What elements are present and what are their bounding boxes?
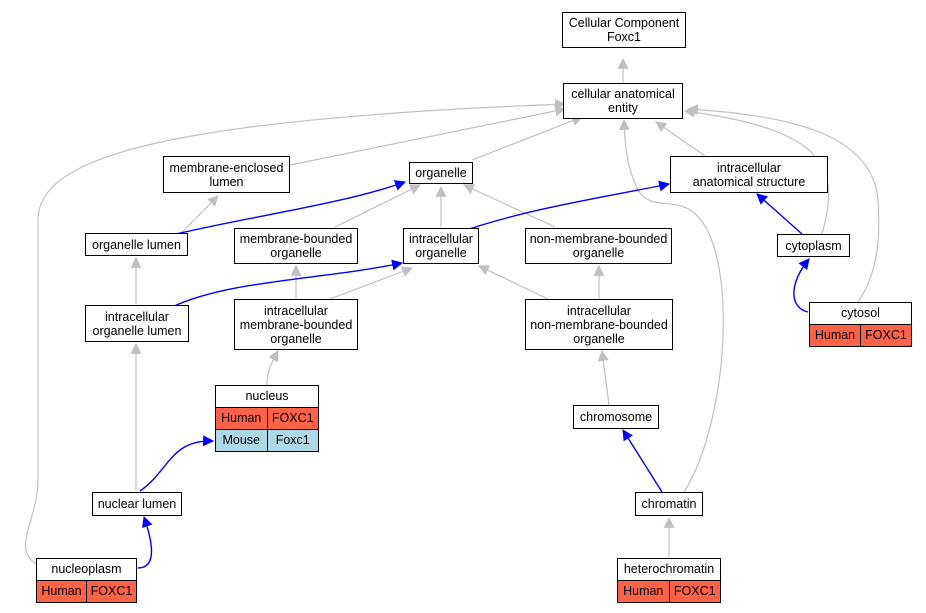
annotation-row-human: Human FOXC1	[216, 408, 318, 429]
gene-cell: FOXC1	[668, 581, 720, 602]
node-label-line: organelle	[573, 331, 625, 346]
gene-cell: FOXC1	[860, 325, 911, 346]
node-label-line: membrane-bounded	[239, 232, 353, 246]
node-label-line: organelle lumen	[92, 237, 181, 252]
node-label-line: intracellular	[409, 232, 473, 246]
node-label-line: organelle	[270, 246, 322, 260]
node-title: heterochromatin	[618, 559, 720, 581]
node-cellular-anatomical-entity[interactable]: cellular anatomical entity	[563, 83, 683, 119]
node-label-line: organelle	[415, 246, 467, 260]
node-label-line: anatomical structure	[692, 174, 806, 189]
node-cytoplasm[interactable]: cytoplasm	[777, 234, 850, 257]
node-label-line: intracellular	[717, 160, 781, 175]
edge-orglumen-organelle	[167, 180, 407, 237]
node-nucleus[interactable]: nucleus Human FOXC1 Mouse Foxc1	[215, 385, 319, 452]
node-label-line: intracellular	[105, 309, 169, 324]
node-heterochromatin[interactable]: heterochromatin Human FOXC1	[617, 558, 721, 603]
edge-nmbo-organelle	[463, 184, 556, 228]
edge-chromosome-inmbo	[597, 349, 610, 406]
node-label-line: intracellular	[264, 303, 328, 318]
species-cell: Human	[810, 325, 860, 346]
edge-imbo-io	[329, 266, 414, 300]
edge-cytoplasm-entity	[683, 106, 830, 235]
node-chromatin[interactable]: chromatin	[635, 492, 703, 516]
edge-cytoplasm-ias	[756, 193, 803, 235]
edge-chromatin-entity	[618, 118, 724, 493]
node-label-line: membrane-bounded	[239, 317, 353, 332]
node-intracellular-anatomical-structure[interactable]: intracellular anatomical structure	[670, 156, 828, 193]
node-intracellular-membrane-bounded-organelle[interactable]: intracellular membrane-bounded organelle	[234, 299, 358, 350]
annotation-row-mouse: Mouse Foxc1	[216, 429, 318, 451]
node-non-membrane-bounded-organelle[interactable]: non-membrane-bounded organelle	[525, 228, 672, 264]
annotation-row-human: Human FOXC1	[618, 581, 720, 602]
edge-cytosol-entity	[686, 104, 880, 303]
edge-orglumen-memlumen	[179, 195, 219, 235]
node-label-line: organelle	[572, 246, 625, 260]
node-label-line: organelle	[415, 166, 467, 180]
node-label-line: non-membrane-bounded	[529, 232, 668, 246]
node-label-line: organelle lumen	[92, 323, 182, 338]
node-label-line: Foxc1	[606, 30, 642, 44]
species-cell: Human	[618, 581, 669, 602]
node-membrane-bounded-organelle[interactable]: membrane-bounded organelle	[234, 228, 358, 264]
edge-inmbo-io	[478, 265, 549, 300]
node-intracellular-non-membrane-bounded-organelle[interactable]: intracellular non-membrane-bounded organ…	[525, 299, 673, 350]
node-label-line: organelle	[270, 331, 322, 346]
edge-ias-entity	[655, 121, 706, 157]
edge-nucleoplasm-entity	[25, 98, 567, 566]
node-label-line: nuclear lumen	[97, 497, 177, 511]
edge-nucleus-imbo	[266, 350, 279, 386]
annotation-row-human: Human FOXC1	[37, 581, 136, 602]
species-cell: Human	[37, 581, 86, 602]
node-nucleoplasm[interactable]: nucleoplasm Human FOXC1	[36, 558, 137, 603]
node-label-line: cellular anatomical	[571, 87, 675, 101]
edge-io-ias	[454, 180, 671, 235]
node-label-line: lumen	[209, 174, 244, 189]
edge-cytosol-cytoplasm	[793, 258, 810, 313]
node-title: nucleoplasm	[37, 559, 136, 581]
node-cellular-component-foxc1[interactable]: Cellular Component Foxc1	[562, 12, 686, 48]
gene-cell: FOXC1	[266, 408, 318, 429]
node-label-line: non-membrane-bounded	[530, 317, 668, 332]
node-intracellular-organelle[interactable]: intracellular organelle	[403, 228, 479, 264]
node-label-line: intracellular	[567, 303, 631, 318]
node-label-line: chromosome	[579, 410, 653, 424]
node-label-line: entity	[608, 101, 638, 115]
gene-cell: Foxc1	[266, 430, 318, 451]
node-organelle[interactable]: organelle	[409, 162, 473, 184]
node-chromosome[interactable]: chromosome	[573, 405, 659, 429]
edge-iol-io	[171, 259, 404, 308]
node-title: nucleus	[216, 386, 318, 408]
node-label-line: cytoplasm	[785, 238, 842, 253]
node-membrane-enclosed-lumen[interactable]: membrane-enclosed lumen	[163, 156, 290, 193]
edge-chromatin-chromosome	[622, 429, 663, 493]
edge-memlumen-entity	[289, 105, 567, 166]
node-label-line: membrane-enclosed	[169, 160, 284, 175]
annotation-row-human: Human FOXC1	[810, 325, 911, 346]
edge-nuclearlumen-nucleus	[139, 435, 215, 492]
node-intracellular-organelle-lumen[interactable]: intracellular organelle lumen	[85, 305, 189, 342]
node-label-line: Cellular Component	[568, 16, 680, 30]
node-title: cytosol	[810, 303, 911, 325]
gene-cell: FOXC1	[86, 581, 136, 602]
edge-nucleoplasm-nuclearlumen	[137, 515, 153, 569]
edge-organelle-entity	[471, 115, 584, 161]
node-cytosol[interactable]: cytosol Human FOXC1	[809, 302, 912, 347]
species-cell: Human	[216, 408, 267, 429]
node-label-line: chromatin	[641, 497, 697, 511]
node-organelle-lumen[interactable]: organelle lumen	[85, 233, 188, 256]
edge-mbo-organelle	[334, 184, 421, 228]
node-nuclear-lumen[interactable]: nuclear lumen	[92, 492, 182, 516]
species-cell: Mouse	[216, 430, 267, 451]
